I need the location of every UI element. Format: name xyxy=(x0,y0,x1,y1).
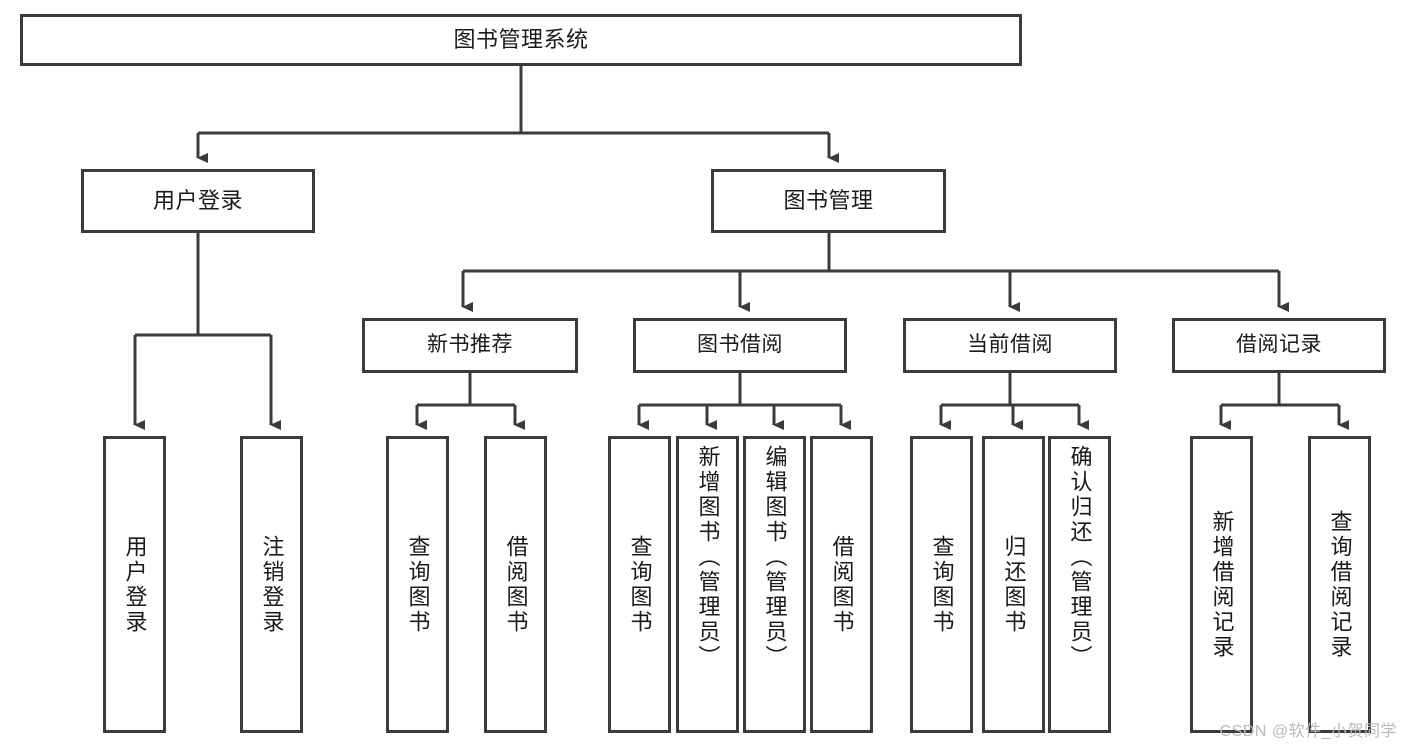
leaf-return-book[interactable]: 归还图书 xyxy=(982,436,1045,733)
leaf-add-borrow-record[interactable]: 新增借阅记录 xyxy=(1190,436,1253,733)
node-label: 用户登录 xyxy=(152,188,243,214)
node-user-login[interactable]: 用户登录 xyxy=(81,169,315,233)
node-label: 图书管理系统 xyxy=(453,27,589,53)
leaf-user-login[interactable]: 用户登录 xyxy=(103,436,166,733)
node-label: 确认归还（管理员） xyxy=(1067,445,1093,670)
node-label: 当前借阅 xyxy=(967,333,1053,357)
leaf-query-book-current[interactable]: 查询图书 xyxy=(910,436,973,733)
node-book-borrow[interactable]: 图书借阅 xyxy=(633,318,847,373)
leaf-edit-book-admin[interactable]: 编辑图书（管理员） xyxy=(743,436,806,733)
leaf-add-book-admin[interactable]: 新增图书（管理员） xyxy=(676,436,739,733)
leaf-borrow-book[interactable]: 借阅图书 xyxy=(810,436,873,733)
node-label: 图书借阅 xyxy=(697,333,783,357)
node-label: 查询图书 xyxy=(627,534,653,635)
node-label: 查询图书 xyxy=(405,534,431,635)
node-label: 注销登录 xyxy=(259,534,285,635)
node-borrow-record[interactable]: 借阅记录 xyxy=(1172,318,1386,373)
node-label: 新书推荐 xyxy=(427,333,513,357)
node-book-management-system[interactable]: 图书管理系统 xyxy=(20,14,1022,66)
leaf-confirm-return-admin[interactable]: 确认归还（管理员） xyxy=(1048,436,1111,733)
leaf-query-borrow-record[interactable]: 查询借阅记录 xyxy=(1308,436,1371,733)
node-book-management[interactable]: 图书管理 xyxy=(711,169,946,233)
leaf-query-book-recommend[interactable]: 查询图书 xyxy=(386,436,449,733)
node-label: 借阅图书 xyxy=(503,534,529,635)
node-label: 图书管理 xyxy=(783,188,874,214)
node-label: 借阅图书 xyxy=(829,534,855,635)
node-current-borrow[interactable]: 当前借阅 xyxy=(903,318,1117,373)
node-new-book-recommend[interactable]: 新书推荐 xyxy=(362,318,578,373)
node-label: 新增图书（管理员） xyxy=(695,445,721,670)
node-label: 归还图书 xyxy=(1001,534,1027,635)
node-label: 新增借阅记录 xyxy=(1209,509,1235,660)
node-label: 编辑图书（管理员） xyxy=(762,445,788,670)
leaf-query-book-borrow[interactable]: 查询图书 xyxy=(608,436,671,733)
node-label: 查询图书 xyxy=(929,534,955,635)
node-label: 借阅记录 xyxy=(1236,333,1322,357)
leaf-logout[interactable]: 注销登录 xyxy=(240,436,303,733)
node-label: 用户登录 xyxy=(122,534,148,635)
node-label: 查询借阅记录 xyxy=(1327,509,1353,660)
leaf-borrow-book-recommend[interactable]: 借阅图书 xyxy=(484,436,547,733)
